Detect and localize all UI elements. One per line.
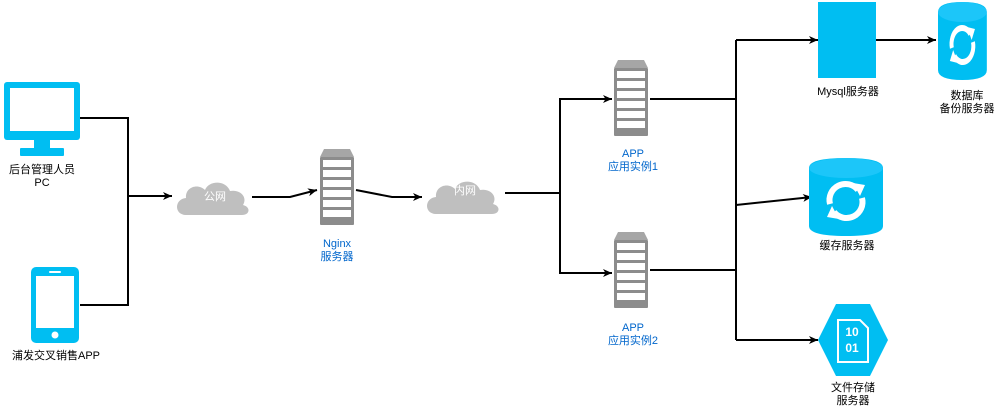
label-db-backup: 数据库 备份服务器 — [939, 90, 995, 115]
label-public-net: 公网 — [204, 191, 226, 203]
edge-app-to-public-net — [80, 196, 129, 306]
edge-nginx-to-internal-net — [355, 189, 422, 201]
label-internal-net: 内网 — [454, 185, 476, 197]
label-admin-pc: 后台管理人员 PC — [9, 164, 75, 189]
database-sync-icon-cache — [809, 158, 883, 236]
label-file-storage: 文件存储 服务器 — [831, 382, 875, 407]
label-mysql: Mysql服务器 — [817, 86, 879, 98]
label-cache: 缓存服务器 — [819, 240, 875, 252]
label-app2: APP 应用实例2 — [607, 322, 659, 347]
edge-pc-to-public-net — [80, 117, 172, 200]
binary-glyph-bottom: 01 — [845, 341, 859, 355]
edge-internal-net-to-app1 — [505, 95, 612, 194]
edge-public-net-to-nginx — [252, 188, 318, 198]
binary-storage-icon: 10 01 — [818, 304, 888, 376]
database-sync-icon-backup — [938, 2, 987, 80]
edge-bus-to-cache — [735, 193, 813, 206]
label-app1: APP 应用实例1 — [607, 148, 659, 173]
label-nginx: Nginx 服务器 — [320, 238, 354, 263]
monitor-icon — [4, 82, 80, 156]
phone-icon — [31, 267, 79, 343]
server-rack-icon-nginx — [320, 149, 354, 225]
binary-glyph-top: 10 — [845, 325, 859, 339]
label-mobile-app: 浦发交叉销售APP — [11, 350, 100, 362]
server-rack-icon-app1 — [614, 60, 648, 136]
server-rack-icon-app2 — [614, 232, 648, 308]
edge-internal-net-to-app2 — [559, 193, 612, 277]
edges — [80, 36, 936, 344]
rectangle-server-icon — [818, 2, 876, 78]
